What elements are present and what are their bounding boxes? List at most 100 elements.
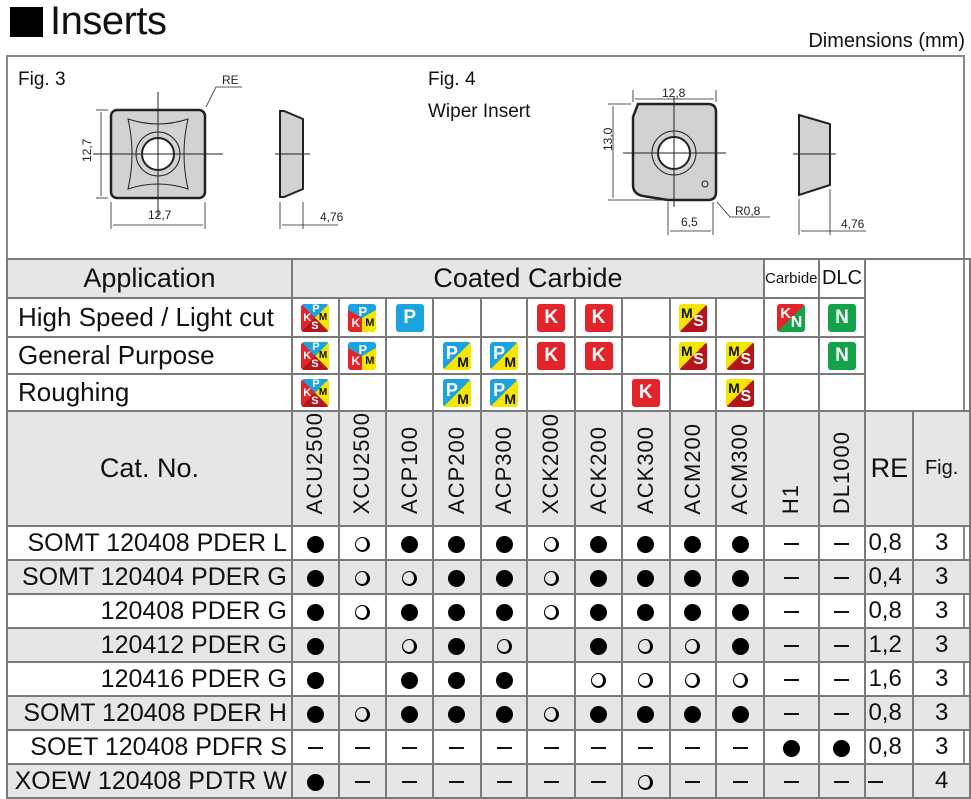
fig-value: 3 bbox=[912, 695, 971, 732]
availability-cell-acp100 bbox=[385, 661, 435, 698]
dash-icon bbox=[834, 611, 850, 614]
open-circle-icon bbox=[402, 638, 418, 654]
filled-circle-icon bbox=[306, 569, 324, 587]
dlc-header: DLC bbox=[817, 258, 867, 299]
dash-icon bbox=[591, 747, 607, 750]
availability-cell-acm300 bbox=[715, 593, 765, 630]
grade-badge-k-icon: K bbox=[584, 341, 613, 370]
fig4-top-view bbox=[608, 90, 770, 235]
availability-cell-acm200 bbox=[668, 559, 718, 596]
dash-icon bbox=[449, 781, 465, 784]
figures-area: Fig. 3 Fig. 4 Wiper Insert 12,7 12,7 RE bbox=[8, 57, 963, 258]
open-circle-icon bbox=[354, 706, 370, 722]
dash-icon bbox=[834, 577, 850, 580]
grade-header-acm200: ACM200 bbox=[668, 409, 718, 528]
availability-cell-ack200 bbox=[574, 661, 623, 698]
application-cell-dl1000: N bbox=[817, 297, 867, 338]
page-title: Inserts bbox=[10, 0, 167, 44]
dash-icon bbox=[732, 781, 748, 784]
availability-cell-ack300 bbox=[620, 661, 671, 698]
filled-circle-icon bbox=[495, 603, 513, 621]
availability-cell-acp300 bbox=[479, 695, 529, 732]
fig-header: Fig. bbox=[912, 409, 971, 528]
availability-cell-acm300 bbox=[715, 525, 765, 562]
availability-cell-acp200 bbox=[432, 695, 482, 732]
cat-no: SOMT 120408 PDER L bbox=[6, 525, 293, 562]
availability-cell-ack300 bbox=[620, 729, 671, 766]
cat-no: SOET 120408 PDFR S bbox=[6, 729, 293, 766]
open-circle-icon bbox=[543, 706, 559, 722]
availability-cell-acm200 bbox=[668, 525, 718, 562]
application-cell-acp100 bbox=[385, 336, 435, 375]
application-cell-ack300 bbox=[620, 336, 671, 375]
availability-cell-acu2500 bbox=[290, 729, 340, 766]
availability-cell-ack200 bbox=[574, 627, 623, 664]
availability-cell-h1 bbox=[763, 661, 820, 698]
fig3-width-dim: 12,7 bbox=[148, 208, 172, 222]
application-cell-acp300 bbox=[479, 297, 529, 338]
availability-cell-acu2500 bbox=[290, 559, 340, 596]
filled-circle-icon bbox=[731, 603, 749, 621]
dash-icon bbox=[834, 645, 850, 648]
cat-no: 120416 PDER G bbox=[6, 661, 293, 698]
availability-cell-acu2500 bbox=[290, 593, 340, 630]
availability-cell-dl1000 bbox=[817, 763, 867, 799]
filled-circle-icon bbox=[637, 705, 655, 723]
open-circle-icon bbox=[685, 672, 701, 688]
filled-circle-icon bbox=[637, 535, 655, 553]
filled-circle-icon bbox=[590, 637, 608, 655]
availability-cell-acm300 bbox=[715, 729, 765, 766]
availability-cell-xck2000 bbox=[526, 729, 577, 766]
cat-no: 120412 PDER G bbox=[6, 627, 293, 664]
filled-circle-icon bbox=[495, 535, 513, 553]
application-label: High Speed / Light cut bbox=[6, 297, 293, 338]
application-cell-acm200 bbox=[668, 373, 718, 412]
grade-badge-k-icon: K bbox=[537, 341, 566, 370]
grade-header-xcu2500: XCU2500 bbox=[337, 409, 388, 528]
application-cell-ack300: K bbox=[620, 373, 671, 412]
availability-cell-xcu2500 bbox=[337, 559, 388, 596]
grade-badge-n-icon: N bbox=[827, 341, 856, 370]
availability-cell-xck2000 bbox=[526, 627, 577, 664]
availability-cell-xcu2500 bbox=[337, 763, 388, 799]
dash-icon bbox=[834, 781, 850, 784]
cat-no: SOMT 120408 PDER H bbox=[6, 695, 293, 732]
open-circle-icon bbox=[354, 604, 370, 620]
dimensions-note: Dimensions (mm) bbox=[808, 30, 965, 52]
re-value: 1,2 bbox=[864, 627, 915, 664]
filled-circle-icon bbox=[401, 705, 419, 723]
application-cell-h1 bbox=[763, 336, 820, 375]
availability-cell-acp200 bbox=[432, 593, 482, 630]
filled-circle-icon bbox=[495, 705, 513, 723]
availability-cell-acp300 bbox=[479, 627, 529, 664]
cat-no: SOMT 120404 PDER G bbox=[6, 559, 293, 596]
availability-cell-h1 bbox=[763, 627, 820, 664]
grade-header-acp100: ACP100 bbox=[385, 409, 435, 528]
application-cell-dl1000: N bbox=[817, 336, 867, 375]
grade-badge-k-icon: K bbox=[537, 303, 566, 332]
open-circle-icon bbox=[354, 570, 370, 586]
carbide-header: Carbide bbox=[763, 258, 820, 299]
filled-circle-icon bbox=[448, 637, 466, 655]
filled-circle-icon bbox=[448, 705, 466, 723]
availability-cell-acu2500 bbox=[290, 525, 340, 562]
grade-name: ACP200 bbox=[443, 426, 469, 515]
availability-cell-acp200 bbox=[432, 661, 482, 698]
filled-circle-icon bbox=[401, 671, 419, 689]
availability-cell-acm200 bbox=[668, 661, 718, 698]
fig3-re-label: RE bbox=[222, 73, 239, 87]
